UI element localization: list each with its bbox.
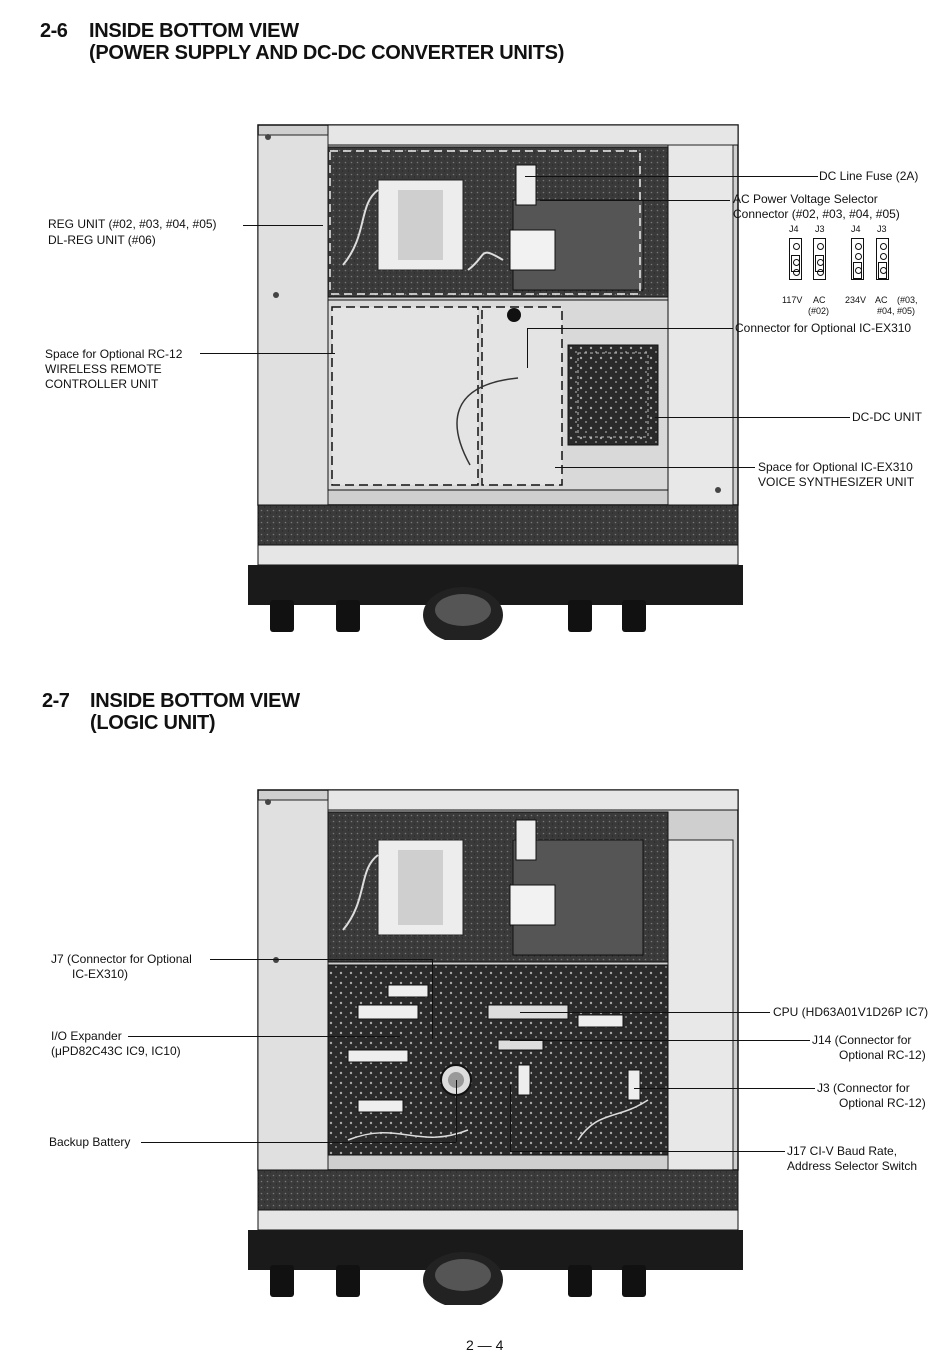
jumper-caption-234v: 234V <box>845 295 867 305</box>
label-j14-rc12: Optional RC-12) <box>839 1048 926 1062</box>
leader-backup-battery-rise <box>456 1080 457 1142</box>
label-backup-battery: Backup Battery <box>49 1135 131 1149</box>
leader-ac-selector <box>540 200 730 201</box>
photo-logic-unit-bottom-view <box>248 789 743 1305</box>
section-title-2-6-line2: (POWER SUPPLY AND DC-DC CONVERTER UNITS) <box>89 42 565 64</box>
page-number: 2 — 4 <box>466 1337 504 1353</box>
label-rc12-space: Space for Optional RC-12 <box>45 347 183 361</box>
label-j17-baud-rate: J17 CI-V Baud Rate, <box>787 1144 898 1158</box>
leader-ex310-space <box>555 467 755 468</box>
label-j3-rc12: Optional RC-12) <box>839 1096 926 1110</box>
label-j14-connector: J14 (Connector for <box>812 1033 912 1047</box>
jumper-block-234v-j4 <box>851 238 864 280</box>
label-dc-dc-unit: DC-DC UNIT <box>852 410 922 424</box>
label-j7-connector: J7 (Connector for Optional <box>51 952 192 966</box>
leader-ex310-connector <box>527 328 733 329</box>
leader-j7-drop <box>432 959 433 1039</box>
leader-reg-unit <box>243 225 323 226</box>
photo-power-supply-bottom-view <box>248 124 743 640</box>
label-rc12-controller: CONTROLLER UNIT <box>45 377 159 391</box>
label-reg-unit: REG UNIT (#02, #03, #04, #05) <box>48 217 217 231</box>
jumper-caption-ac-2-models: (#03, <box>897 295 918 305</box>
label-ac-selector-connector: Connector (#02, #03, #04, #05) <box>733 207 900 221</box>
leader-j14 <box>510 1040 810 1041</box>
leader-dc-line-fuse <box>525 176 818 177</box>
label-j3-connector: J3 (Connector for <box>817 1081 910 1095</box>
label-cpu: CPU (HD63A01V1D26P IC7) <box>773 1005 929 1019</box>
leader-dc-dc-unit <box>655 417 850 418</box>
jumper-j3-label-b: J3 <box>877 224 887 234</box>
leader-j7 <box>210 959 432 960</box>
leader-j17 <box>510 1151 785 1152</box>
jumper-caption-ac-1: AC <box>813 295 826 305</box>
section-title-2-6-line1: INSIDE BOTTOM VIEW <box>89 20 299 42</box>
section-title-2-7-line1: INSIDE BOTTOM VIEW <box>90 690 300 712</box>
leader-j3 <box>634 1088 815 1089</box>
label-io-expander-ics: (μPD82C43C IC9, IC10) <box>51 1044 181 1058</box>
jumper-j4-label-a: J4 <box>789 224 799 234</box>
label-j7-ex310: IC-EX310) <box>72 967 129 981</box>
label-io-expander: I/O Expander <box>51 1029 122 1043</box>
leader-io-expander <box>128 1036 400 1037</box>
leader-j17-rise <box>510 1085 511 1151</box>
label-ex310-connector: Connector for Optional IC-EX310 <box>735 321 912 335</box>
leader-cpu <box>520 1012 770 1013</box>
jumper-block-117v-j3 <box>813 238 826 280</box>
jumper-block-234v-j3 <box>876 238 889 280</box>
label-ex310-voice-synth: VOICE SYNTHESIZER UNIT <box>758 475 915 489</box>
jumper-j3-label-a: J3 <box>815 224 825 234</box>
jumper-caption-ac-2-models-cont: #04, #05) <box>877 306 916 316</box>
label-ex310-space: Space for Optional IC-EX310 <box>758 460 913 474</box>
leader-ex310-connector-drop <box>527 328 528 368</box>
label-rc12-wireless: WIRELESS REMOTE <box>45 362 162 376</box>
jumper-j4-label-b: J4 <box>851 224 861 234</box>
section-number-2-6: 2-6 <box>40 20 68 42</box>
jumper-caption-ac-1-models: (#02) <box>808 306 830 316</box>
leader-backup-battery <box>141 1142 456 1143</box>
label-dl-reg-unit: DL-REG UNIT (#06) <box>48 233 156 247</box>
label-dc-line-fuse: DC Line Fuse (2A) <box>819 169 919 183</box>
jumper-caption-117v: 117V <box>782 295 803 305</box>
label-j17-address-switch: Address Selector Switch <box>787 1159 918 1173</box>
label-ac-selector: AC Power Voltage Selector <box>733 192 878 206</box>
section-number-2-7: 2-7 <box>42 690 70 712</box>
leader-rc12-space <box>200 353 335 354</box>
jumper-caption-ac-2: AC <box>875 295 888 305</box>
jumper-block-117v-j4 <box>789 238 802 280</box>
section-title-2-7-line2: (LOGIC UNIT) <box>90 712 216 734</box>
